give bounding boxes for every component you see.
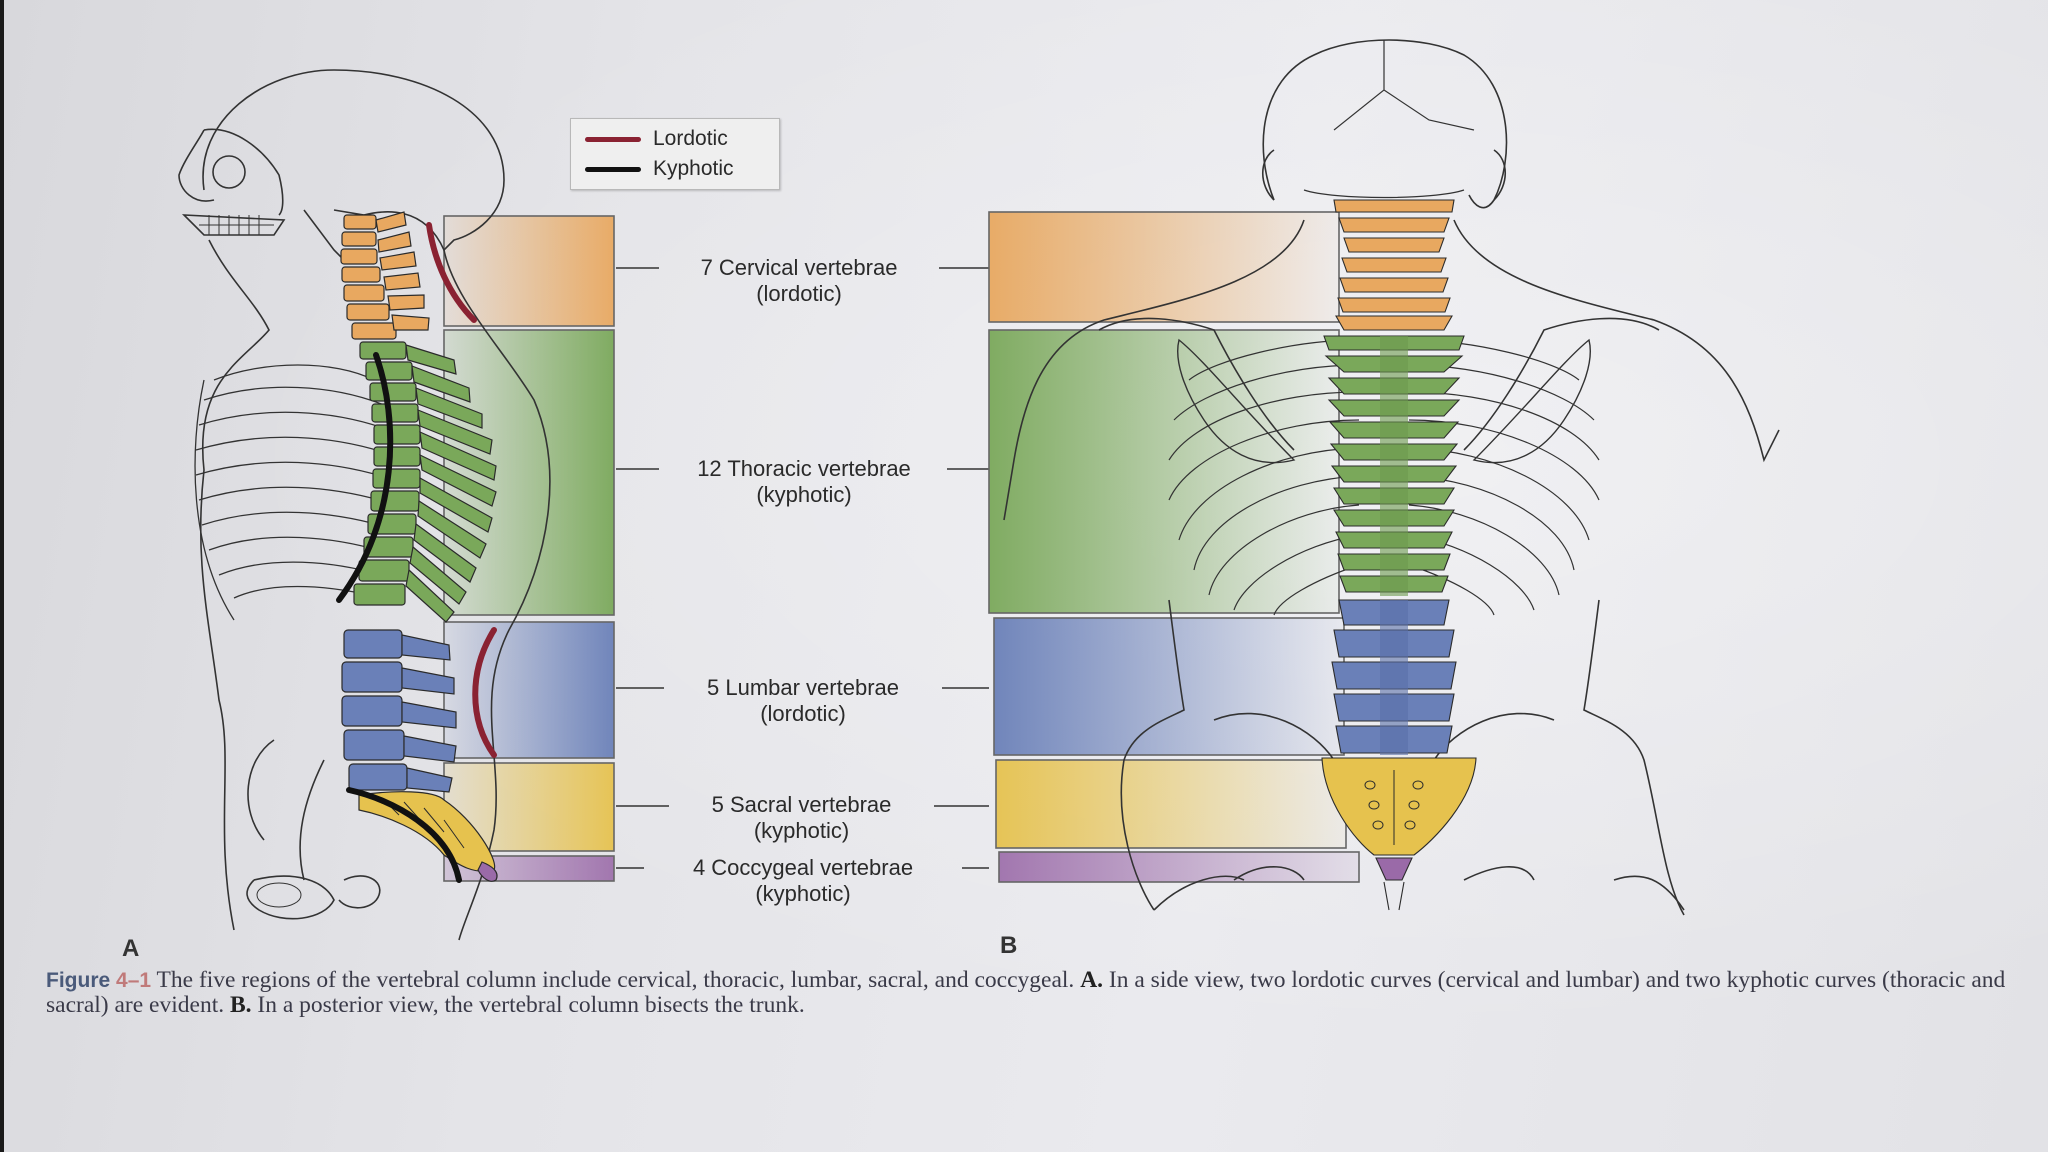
textbook-page: Lordotic Kyphotic 7 Cervical vertebrae (…: [4, 0, 2048, 1152]
caption-figure-word: Figure: [46, 969, 111, 992]
skull-back: [1262, 39, 1508, 209]
kyphotic-swatch: [585, 166, 641, 172]
legend-kyphotic-label: Kyphotic: [653, 157, 734, 180]
curve-legend: Lordotic Kyphotic: [570, 118, 780, 190]
caption-text-3: In a posterior view, the vertebral colum…: [257, 992, 805, 1018]
caption-figure-number: 4–1: [116, 969, 152, 992]
panel-b-label: B: [1000, 932, 1018, 959]
legend-lordotic-label: Lordotic: [653, 127, 728, 150]
side-view-figure: [178, 69, 615, 941]
sacral-label: 5 Sacral vertebrae (kyphotic): [711, 792, 892, 843]
caption-a-label: A.: [1080, 967, 1104, 993]
cervical-lordotic-curve: [426, 222, 477, 323]
thoracic-label: 12 Thoracic vertebrae (kyphotic): [697, 456, 911, 507]
pelvis-side: [246, 739, 335, 920]
legend-kyphotic: Kyphotic: [585, 155, 734, 183]
lumbar-label: 5 Lumbar vertebrae (lordotic): [707, 675, 899, 726]
caption-b-label: B.: [229, 992, 252, 1018]
spine-posterior: [1321, 199, 1477, 911]
caption-text-2: In a side view, two lordotic curves (cer…: [46, 967, 2006, 1018]
right-shoulder: [1453, 219, 1780, 463]
lumbar-region-box-a: [443, 621, 615, 759]
cervical-region-box-b: [988, 211, 1340, 323]
cervical-region-box-a: [443, 215, 615, 327]
sacral-kyphotic-curve: [346, 787, 462, 883]
lumbar-lordotic-curve: [472, 627, 497, 758]
lumbar-region-box-b: [993, 617, 1345, 756]
cervical-label: 7 Cervical vertebrae (lordotic): [700, 255, 898, 306]
body-front-outline: [199, 239, 270, 931]
sacrum-posterior: [1321, 757, 1477, 856]
sacral-region-box-b: [995, 759, 1347, 849]
thoracic-region-box-b: [988, 329, 1340, 614]
coccygeal-label: 4 Coccygeal vertebrae (kyphotic): [692, 855, 914, 906]
panel-a-label: A: [122, 935, 140, 962]
left-shoulder: [1003, 219, 1305, 521]
ribcage-side: [194, 364, 397, 621]
figure-caption: Figure 4–1 The five regions of the verte…: [46, 968, 2036, 1018]
label-connectors: [616, 267, 989, 869]
body-back-outline: [443, 249, 551, 941]
lordotic-swatch: [585, 136, 641, 142]
coccygeal-region-box-b: [998, 851, 1360, 883]
thoracic-kyphotic-curve: [336, 352, 394, 603]
posterior-view-figure: [988, 39, 1780, 916]
caption-text-1: The five regions of the vertebral column…: [156, 967, 1075, 993]
vertebral-column-illustration: [178, 39, 1780, 941]
spine-side: [340, 211, 498, 882]
legend-lordotic: Lordotic: [585, 125, 728, 153]
